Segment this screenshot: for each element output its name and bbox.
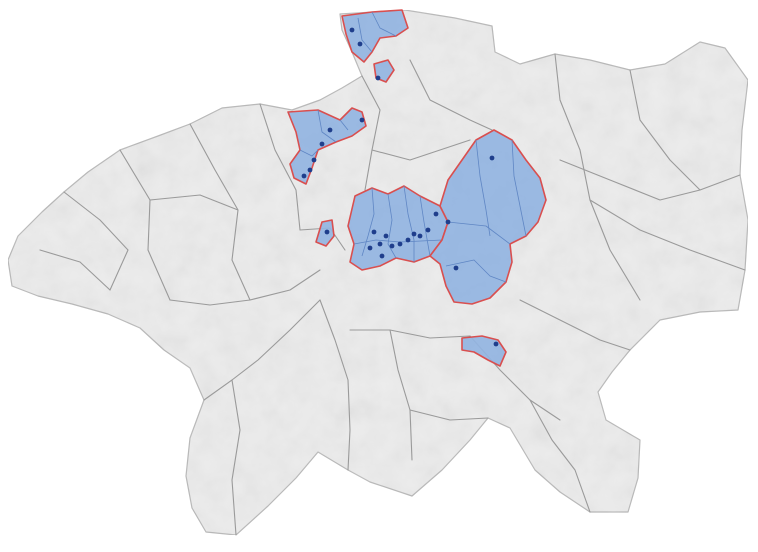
land-layer xyxy=(7,9,749,536)
region-subdivision-line xyxy=(299,149,319,157)
location-marker[interactable] xyxy=(327,127,333,133)
region-subdivision-line xyxy=(353,239,443,245)
border-line xyxy=(589,199,746,271)
location-marker[interactable] xyxy=(324,229,330,235)
border-line xyxy=(259,103,301,231)
region-subdivision-line xyxy=(403,185,415,262)
location-marker[interactable] xyxy=(357,41,363,47)
region-northwest-cluster[interactable] xyxy=(287,107,367,185)
border-line xyxy=(349,329,471,339)
region-subdivision-line xyxy=(511,139,527,237)
location-marker[interactable] xyxy=(417,233,423,239)
border-line xyxy=(203,299,321,401)
location-marker[interactable] xyxy=(445,219,451,225)
border-line xyxy=(169,269,321,306)
border-line xyxy=(371,139,471,161)
location-marker[interactable] xyxy=(319,141,325,147)
location-marker[interactable] xyxy=(375,75,381,81)
border-line xyxy=(529,399,591,513)
border-line xyxy=(519,299,631,351)
border-line xyxy=(63,191,129,291)
land-outline xyxy=(7,9,749,536)
location-marker[interactable] xyxy=(405,237,411,243)
location-marker[interactable] xyxy=(379,253,385,259)
location-marker[interactable] xyxy=(383,233,389,239)
border-line xyxy=(319,299,351,471)
border-line xyxy=(409,409,489,421)
location-marker[interactable] xyxy=(453,265,459,271)
location-marker[interactable] xyxy=(389,243,395,249)
border-line xyxy=(149,194,239,211)
location-marker[interactable] xyxy=(371,229,377,235)
border-line xyxy=(231,379,241,536)
location-marker[interactable] xyxy=(367,245,373,251)
border-line xyxy=(361,75,381,191)
location-marker[interactable] xyxy=(433,211,439,217)
region-north-enclave[interactable] xyxy=(341,9,409,63)
border-line xyxy=(629,69,741,191)
location-marker[interactable] xyxy=(301,173,307,179)
region-subdivision-line xyxy=(387,193,397,259)
border-line xyxy=(389,329,413,461)
highlighted-regions xyxy=(287,9,547,367)
region-subdivision-line xyxy=(317,109,337,143)
region-subdivision-line xyxy=(371,11,397,37)
border-line xyxy=(409,59,493,131)
region-subdivision-line xyxy=(419,195,431,257)
region-subdivision-line xyxy=(475,139,491,237)
location-marker[interactable] xyxy=(307,167,313,173)
region-east-large[interactable] xyxy=(429,129,547,305)
location-marker[interactable] xyxy=(349,27,355,33)
region-subdivision-line xyxy=(339,119,349,131)
location-marker[interactable] xyxy=(489,155,495,161)
location-marker[interactable] xyxy=(493,341,499,347)
location-marker[interactable] xyxy=(425,227,431,233)
marker-layer xyxy=(301,27,499,347)
location-marker[interactable] xyxy=(359,117,365,123)
border-line xyxy=(554,53,641,301)
location-marker[interactable] xyxy=(377,241,383,247)
location-marker[interactable] xyxy=(311,157,317,163)
region-subdivision-line xyxy=(445,259,507,283)
location-marker[interactable] xyxy=(397,241,403,247)
border-line xyxy=(39,249,111,291)
border-line xyxy=(119,149,171,301)
region-subdivision-line xyxy=(361,187,375,257)
region-subdivision-line xyxy=(447,221,511,245)
region-subdivision-line xyxy=(357,17,373,53)
location-marker[interactable] xyxy=(411,231,417,237)
border-line xyxy=(559,159,701,201)
